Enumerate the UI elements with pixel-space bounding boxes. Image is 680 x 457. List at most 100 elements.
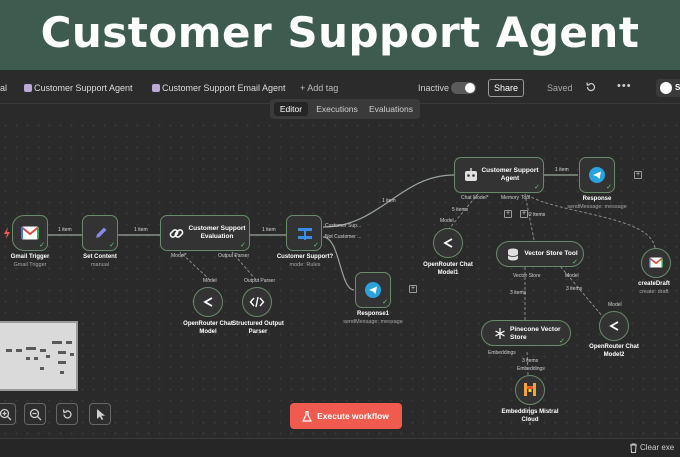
embeddings-node[interactable] — [515, 375, 545, 405]
minimap-node — [34, 357, 38, 360]
mistral-icon — [524, 383, 536, 396]
github-label: St — [675, 83, 680, 92]
edge-model1-agent — [447, 193, 479, 231]
robot-icon — [465, 168, 477, 181]
port-label: Memory — [501, 195, 520, 201]
response-title: Response — [582, 196, 612, 202]
edge-model2-tool — [559, 265, 615, 331]
create-draft-node[interactable] — [641, 248, 671, 278]
clear-execution-button[interactable]: Clear exe — [640, 443, 675, 452]
workflow-name[interactable]: Customer Support Email Agent — [162, 83, 286, 93]
success-check-icon: ✓ — [559, 338, 565, 345]
github-star-button[interactable]: St — [656, 79, 680, 97]
pinecone-node[interactable]: Pinecone Vector Store ✓ — [481, 320, 571, 346]
reset-zoom-button[interactable] — [56, 403, 78, 425]
cs-router-title: Customer Support? — [276, 254, 334, 260]
success-check-icon: ✓ — [240, 242, 246, 249]
code-icon — [249, 296, 265, 308]
add-memory-plus-icon[interactable]: + — [504, 210, 512, 218]
execute-workflow-button[interactable]: Execute workflow — [290, 403, 402, 429]
tidy-up-button[interactable] — [89, 403, 111, 425]
success-check-icon: ✓ — [606, 184, 612, 191]
port-label: Model — [608, 302, 622, 308]
view-tabs: Editor Executions Evaluations — [270, 99, 420, 119]
history-icon[interactable] — [585, 81, 597, 93]
cs-agent-node[interactable]: Customer Support Agent ✓ — [454, 157, 544, 193]
response1-node[interactable]: ✓ — [355, 272, 391, 308]
telegram-icon — [589, 167, 605, 183]
share-button[interactable]: Share — [488, 79, 524, 97]
minimap-node — [46, 355, 50, 358]
add-tool-plus-icon[interactable]: + — [520, 210, 528, 218]
openrouter-icon — [203, 297, 213, 307]
port-label: Output Parser — [244, 278, 276, 284]
response-node[interactable]: ✓ — [579, 157, 615, 193]
tab-executions[interactable]: Executions — [316, 104, 358, 114]
pencil-icon — [96, 227, 107, 238]
cs-router-sub: mode: Rules — [289, 262, 321, 268]
breadcrumb-project[interactable]: Customer Support Agent — [34, 83, 133, 93]
edge-draft-agent — [524, 193, 656, 249]
add-node-plus-icon[interactable]: + — [409, 285, 417, 293]
bottom-bar: Clear exe — [0, 438, 680, 457]
set-content-sub: manual — [90, 262, 110, 268]
response1-title: Response1 — [356, 311, 389, 317]
structured-parser-node[interactable] — [242, 287, 272, 317]
github-icon — [660, 82, 672, 94]
openrouter-model1-node[interactable] — [433, 228, 463, 258]
minimap-node — [6, 349, 12, 352]
add-tag-link[interactable]: + Add tag — [300, 83, 339, 93]
database-icon — [507, 248, 519, 261]
minimap-node — [16, 349, 22, 352]
vector-store-tool-node[interactable]: Vector Store Tool ✓ — [496, 241, 584, 267]
openrouter-model2-node[interactable] — [599, 311, 629, 341]
cs-evaluation-node[interactable]: Customer Support Evaluation ✓ — [160, 215, 250, 251]
port-label: Model* — [171, 253, 187, 259]
minimap[interactable] — [0, 321, 78, 391]
switch-router-icon — [298, 228, 312, 240]
workflow-canvas[interactable]: ✓ Gmail Trigger Gmail Trigger 1 item ✓ S… — [0, 120, 680, 438]
minimap-node — [58, 351, 66, 354]
flask-icon — [302, 411, 312, 422]
port-label: Output Parser — [218, 253, 250, 259]
gmail-icon — [649, 257, 663, 268]
success-check-icon: ✓ — [382, 299, 388, 306]
router-output-label: Customer Sup... — [325, 223, 362, 229]
minimap-node — [26, 347, 36, 350]
chain-link-icon — [169, 229, 184, 238]
edge-label: 1 item — [262, 227, 276, 233]
edge-label: 1 item — [555, 167, 569, 173]
minimap-node — [66, 341, 72, 344]
active-toggle[interactable] — [451, 82, 476, 94]
top-bar: al Customer Support Agent Customer Suppo… — [0, 70, 680, 104]
create-draft-title: createDraft — [638, 281, 670, 287]
edge-label: 5 items — [452, 207, 469, 213]
tab-evaluations[interactable]: Evaluations — [369, 104, 413, 114]
port-label: Vector Store — [513, 273, 541, 279]
openrouter-model-node[interactable] — [193, 287, 223, 317]
zoom-out-button[interactable] — [24, 403, 46, 425]
tab-editor[interactable]: Editor — [274, 102, 308, 116]
edge-tool-agent — [524, 193, 536, 246]
edge-router-response1 — [322, 236, 355, 291]
cs-router-node[interactable]: ✓ — [286, 215, 322, 251]
success-check-icon: ✓ — [39, 242, 45, 249]
undo-icon — [62, 409, 72, 419]
add-node-plus-icon[interactable]: + — [634, 171, 642, 179]
cs-evaluation-title: Customer Support Evaluation — [188, 225, 246, 240]
more-options-icon[interactable]: ••• — [617, 80, 632, 92]
edge-label: 1 item — [382, 198, 396, 204]
minimap-node — [58, 361, 66, 364]
set-content-node[interactable]: ✓ — [82, 215, 118, 251]
openrouter-model2-title: OpenRouter Chat Model2 — [589, 344, 639, 358]
minimap-node — [70, 353, 74, 356]
telegram-icon — [365, 282, 381, 298]
edge-label: 3 items — [522, 358, 539, 364]
minimap-node — [52, 341, 62, 344]
gmail-trigger-node[interactable]: ✓ — [12, 215, 48, 251]
edge-label: 1 item — [134, 227, 148, 233]
breadcrumb-cut[interactable]: al — [0, 83, 8, 93]
zoom-out-icon — [29, 408, 42, 421]
response-sub: sendMessage: message — [567, 204, 627, 210]
zoom-in-button[interactable] — [0, 403, 16, 425]
